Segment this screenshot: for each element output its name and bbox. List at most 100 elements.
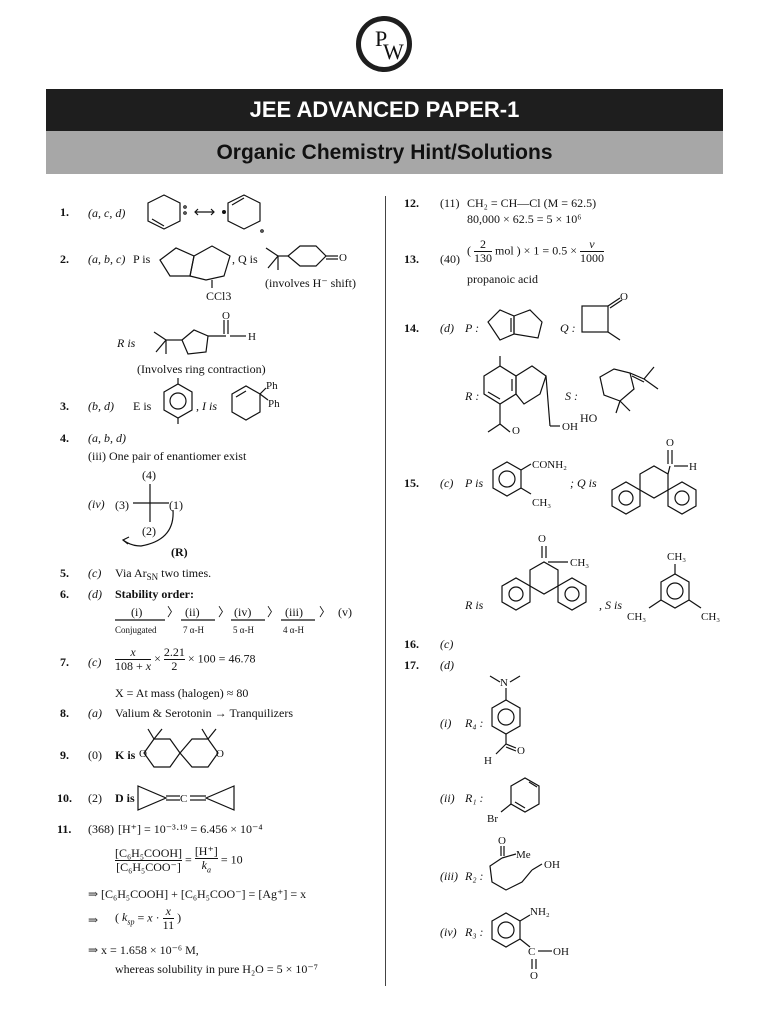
q17-r4-label: R₄ :	[465, 716, 484, 730]
q15-p-structure: CONH₂ CH₃	[492, 459, 567, 509]
svg-text:H: H	[248, 331, 256, 343]
q4-number: 4.	[60, 431, 69, 445]
q3-i-label: , I is	[196, 399, 217, 413]
svg-text:Me: Me	[516, 849, 531, 861]
svg-text:CH₃: CH₃	[701, 611, 720, 623]
q11-line-5: ⇒ x = 1.658 × 10⁻⁶ M,	[88, 943, 199, 957]
q12-line-2: 80,000 × 62.5 = 5 × 10⁶	[467, 212, 582, 226]
q4-fischer-projection	[121, 484, 174, 547]
q17-part-i: (i)	[440, 716, 452, 730]
svg-text:O: O	[666, 437, 674, 449]
svg-text:H: H	[689, 461, 697, 473]
q13-answer: (40)	[440, 252, 460, 266]
svg-text:O: O	[530, 970, 538, 982]
svg-text:O: O	[512, 425, 520, 437]
q4-label-3: (3)	[115, 498, 129, 512]
q6-note-1: Conjugated	[115, 625, 157, 635]
q14-answer: (d)	[440, 321, 454, 335]
q6-note-3: 5 α-H	[233, 625, 254, 635]
svg-text:OH: OH	[562, 421, 578, 433]
q4-part-iii: (iii) One pair of enantiomer exist	[88, 449, 247, 463]
q17-r2-label: R₂ :	[465, 869, 484, 883]
q9-number: 9.	[60, 748, 69, 762]
q6-item-4: (iii)	[285, 605, 303, 619]
q1-answer: (a, c, d)	[88, 206, 126, 220]
svg-text:OH: OH	[544, 859, 560, 871]
q17-r1-label: R₁ :	[465, 791, 484, 805]
q6-item-2: (ii)	[185, 605, 200, 619]
q9-text: K is	[115, 748, 136, 762]
q3-e-benzene-structure	[163, 378, 193, 424]
q3-number: 3.	[60, 399, 69, 413]
q16-number: 16.	[404, 637, 419, 651]
q17-part-iv: (iv)	[440, 925, 457, 939]
q4-part-iv: (iv)	[88, 497, 105, 511]
q9-answer: (0)	[88, 748, 102, 762]
q17-answer: (d)	[440, 658, 454, 672]
q2-r-aldehyde-structure: OH	[153, 310, 256, 355]
q14-q-cyclobutanone: O	[581, 291, 628, 341]
q2-hydride-note: (involves H⁻ shift)	[265, 276, 356, 290]
q15-s-label: , S is	[599, 598, 623, 612]
q7-x-value: X = At mass (halogen) ≈ 80	[115, 686, 249, 700]
q6-number: 6.	[60, 587, 69, 601]
svg-text:C: C	[180, 793, 187, 805]
q10-number: 10.	[57, 791, 72, 805]
q11-answer: (368)	[88, 822, 114, 836]
q10-answer: (2)	[88, 791, 102, 805]
q17-r3-label: R₃ :	[465, 925, 484, 939]
svg-text:CH₃: CH₃	[570, 557, 589, 569]
svg-text:H: H	[484, 755, 492, 767]
q14-s-structure	[599, 366, 659, 414]
q6-note-4: 4 α-H	[283, 625, 304, 635]
q8-answer: (a)	[88, 706, 102, 720]
svg-text:P: P	[375, 26, 387, 51]
q17-r3-structure: NH₂ C OH O	[491, 906, 569, 982]
q11-ratio: [C₆H₅COOH][C₆H₅COO⁻] = [H⁺]ka = 10	[115, 844, 243, 875]
svg-text:Ph: Ph	[266, 380, 278, 392]
q1-number: 1.	[60, 205, 69, 219]
q2-q-label: , Q is	[232, 252, 258, 266]
svg-text:Br: Br	[487, 813, 498, 825]
q15-q-structure: O H	[611, 437, 697, 515]
q2-ccl3: CCl3	[206, 289, 232, 303]
q2-p-label: P is	[133, 252, 151, 266]
q2-ring-contraction-note: (Involves ring contraction)	[137, 362, 266, 376]
q2-answer: (a, b, c)	[88, 252, 126, 266]
svg-text:C: C	[528, 946, 535, 958]
q4-label-4: (4)	[142, 468, 156, 482]
q6-item-3: (iv)	[234, 605, 252, 619]
q2-p-bicyclic-structure	[159, 245, 231, 288]
q7-number: 7.	[60, 655, 69, 669]
q10-text: D is	[115, 791, 135, 805]
svg-text:Ph: Ph	[268, 398, 280, 410]
q6-note-2: 7 α-H	[183, 625, 204, 635]
q8-number: 8.	[60, 706, 69, 720]
q3-e-label: E is	[133, 399, 152, 413]
q14-number: 14.	[404, 321, 419, 335]
q6-item-5: (v)	[338, 605, 352, 619]
svg-text:CH₃: CH₃	[667, 551, 686, 563]
q14-p-structure	[487, 309, 543, 341]
q14-q-label: Q :	[560, 321, 576, 335]
svg-text:O: O	[620, 291, 628, 303]
pw-logo: P W	[356, 16, 412, 72]
svg-text:W: W	[383, 39, 404, 64]
q16-answer: (c)	[440, 637, 454, 651]
q13-number: 13.	[404, 252, 419, 266]
q5-answer: (c)	[88, 566, 102, 580]
svg-text:CH₃: CH₃	[532, 497, 551, 509]
q17-r4-structure: N OH	[484, 675, 525, 767]
q15-r-structure: O CH₃	[501, 533, 589, 611]
q15-r-label: R is	[465, 598, 484, 612]
q17-part-iii: (iii)	[440, 869, 458, 883]
q6-title: Stability order:	[115, 587, 194, 601]
q6-answer: (d)	[88, 587, 102, 601]
svg-text:O: O	[216, 748, 224, 760]
